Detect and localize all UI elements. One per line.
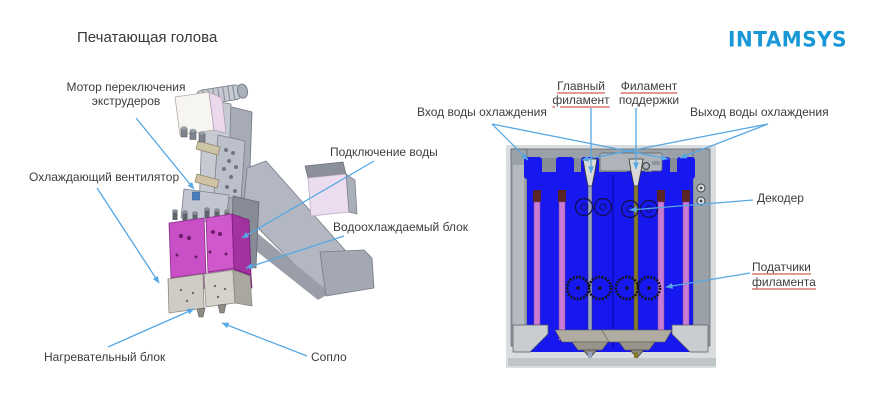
label-extruder-switch-motor: Мотор переключения экструдеров (66, 80, 186, 108)
intamsys-logo: INTAMSYS (728, 26, 847, 52)
label-cooling-fan: Охлаждающий вентилятор (29, 170, 180, 184)
label-water-connection: Подключение воды (330, 145, 438, 159)
label-filament-feeders: Податчики филамента (752, 260, 816, 290)
label-support-filament-line2: поддержки (618, 92, 680, 107)
label-support-filament: Филамент поддержки (613, 79, 685, 107)
page-title: Печатающая голова (77, 29, 218, 46)
leader-lines (96, 108, 769, 357)
label-main-filament-line2: филамент (552, 92, 610, 107)
label-heater-block: Нагревательный блок (44, 350, 166, 364)
label-water-cooled-block: Водоохлаждаемый блок (333, 220, 468, 234)
label-cooling-water-outlet: Выход воды охлаждения (690, 105, 829, 119)
label-cooling-water-inlet: Вход воды охлаждения (417, 105, 547, 119)
print-head-cross-section (506, 145, 716, 368)
label-nozzle: Сопло (311, 350, 347, 364)
label-filament-feeders-line1: Податчики (752, 260, 811, 274)
label-decoder: Декодер (757, 191, 804, 205)
label-main-filament: Главный филамент (548, 79, 614, 107)
label-main-filament-line1: Главный (557, 79, 605, 93)
label-support-filament-line1: Филамент (620, 79, 678, 93)
label-filament-feeders-line2: филамента (752, 275, 816, 289)
print-head-3d-model (167, 83, 375, 318)
